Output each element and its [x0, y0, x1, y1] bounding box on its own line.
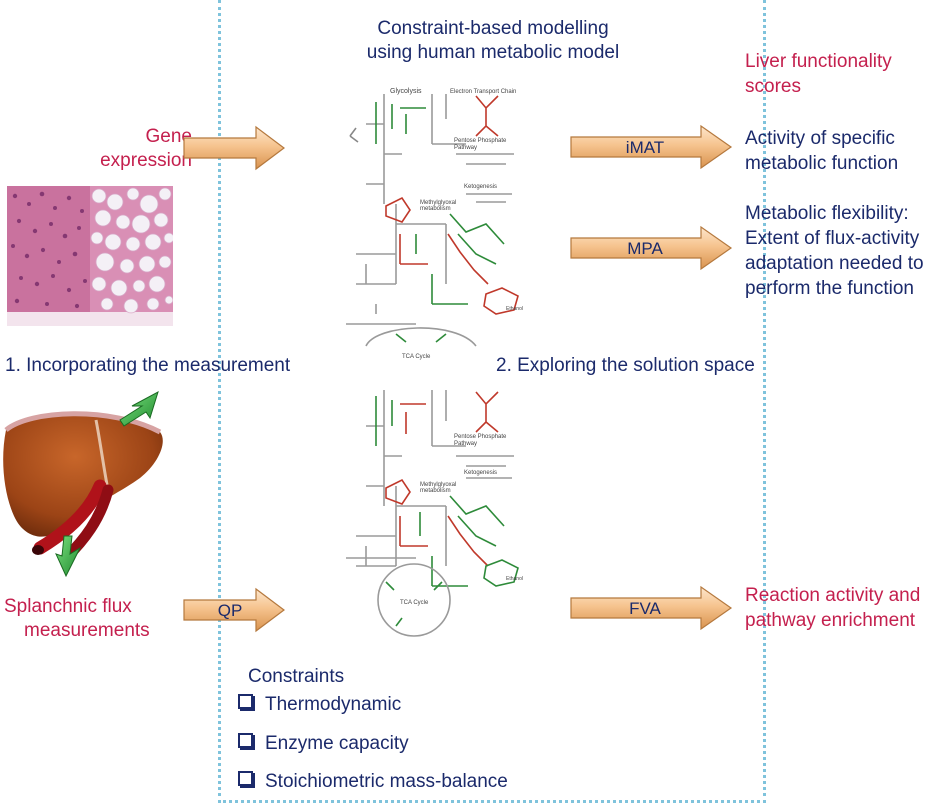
netb-ppp1: Pentose Phosphate [454, 434, 507, 440]
constraint-label: Enzyme capacity [265, 733, 409, 754]
net-tca: TCA Cycle [402, 354, 431, 360]
netb-ethanol: Ethanol [506, 576, 523, 582]
metabolic-network-bottom: Pentose Phosphate Pathway Ketogenesis Me… [346, 390, 523, 637]
fva-arrow [570, 585, 733, 631]
step2-label: 2. Exploring the solution space [496, 355, 755, 376]
splanchnic-line1: Splanchnic flux [4, 596, 132, 617]
constraint-item-stoichiometric: Stoichiometric mass-balance [238, 771, 508, 793]
reaction-line1: Reaction activity and [745, 585, 921, 606]
activity-line2: metabolic function [745, 153, 899, 174]
flex-line4: perform the function [745, 278, 914, 299]
netb-ketogenesis: Ketogenesis [464, 470, 497, 476]
model-title-line2: using human metabolic model [366, 42, 620, 63]
net-etc: Electron Transport Chain [450, 89, 516, 95]
liver-scores-line1: Liver functionality [745, 51, 892, 72]
mpa-arrow [570, 225, 733, 271]
qp-arrow [183, 587, 285, 633]
flex-line3: adaptation needed to [745, 253, 924, 274]
net-ppp1: Pentose Phosphate [454, 138, 507, 144]
imat-label: iMAT [625, 138, 665, 157]
constraint-item-thermodynamic: Thermodynamic [238, 694, 401, 716]
gene-expression-line2: expression [100, 150, 192, 171]
gene-expression-arrow [183, 125, 285, 171]
checkbox-icon [238, 733, 253, 748]
qp-label: QP [217, 601, 243, 620]
checkbox-icon [238, 771, 253, 786]
gene-expression-line1: Gene [145, 126, 192, 147]
netb-tca: TCA Cycle [400, 600, 429, 606]
imat-arrow [570, 124, 733, 170]
constraint-label: Thermodynamic [265, 694, 402, 715]
model-title-line1: Constraint-based modelling [377, 18, 609, 39]
liver-histology-image [7, 186, 173, 326]
net-glycolysis: Glycolysis [390, 88, 422, 95]
netb-ppp2: Pathway [454, 441, 477, 447]
reaction-line2: pathway enrichment [745, 610, 916, 631]
activity-line1: Activity of specific [745, 128, 895, 149]
liver-illustration [3, 390, 163, 578]
step1-label: 1. Incorporating the measurement [5, 355, 291, 376]
metabolic-network-top: Glycolysis Electron Transport Chain Pent… [346, 88, 523, 360]
net-methyl1: Methylglyoxal [420, 200, 456, 206]
net-ketogenesis: Ketogenesis [464, 184, 497, 190]
fva-label: FVA [629, 599, 661, 618]
net-ethanol: Ethanol [506, 306, 523, 312]
constraint-label: Stoichiometric mass-balance [265, 771, 508, 792]
splanchnic-line2: measurements [24, 620, 150, 641]
checkbox-icon [238, 694, 253, 709]
net-ppp2: Pathway [454, 145, 477, 151]
model-region-box [218, 0, 766, 803]
constraint-item-enzyme: Enzyme capacity [238, 733, 409, 755]
net-methyl2: metabolism [420, 206, 451, 212]
liver-scores-line2: scores [745, 76, 801, 97]
netb-methyl2: metabolism [420, 488, 451, 494]
flex-line2: Extent of flux-activity [745, 228, 920, 249]
netb-methyl1: Methylglyoxal [420, 482, 456, 488]
mpa-label: MPA [627, 239, 663, 258]
constraints-title: Constraints [248, 666, 345, 687]
flex-line1: Metabolic flexibility: [745, 203, 909, 224]
